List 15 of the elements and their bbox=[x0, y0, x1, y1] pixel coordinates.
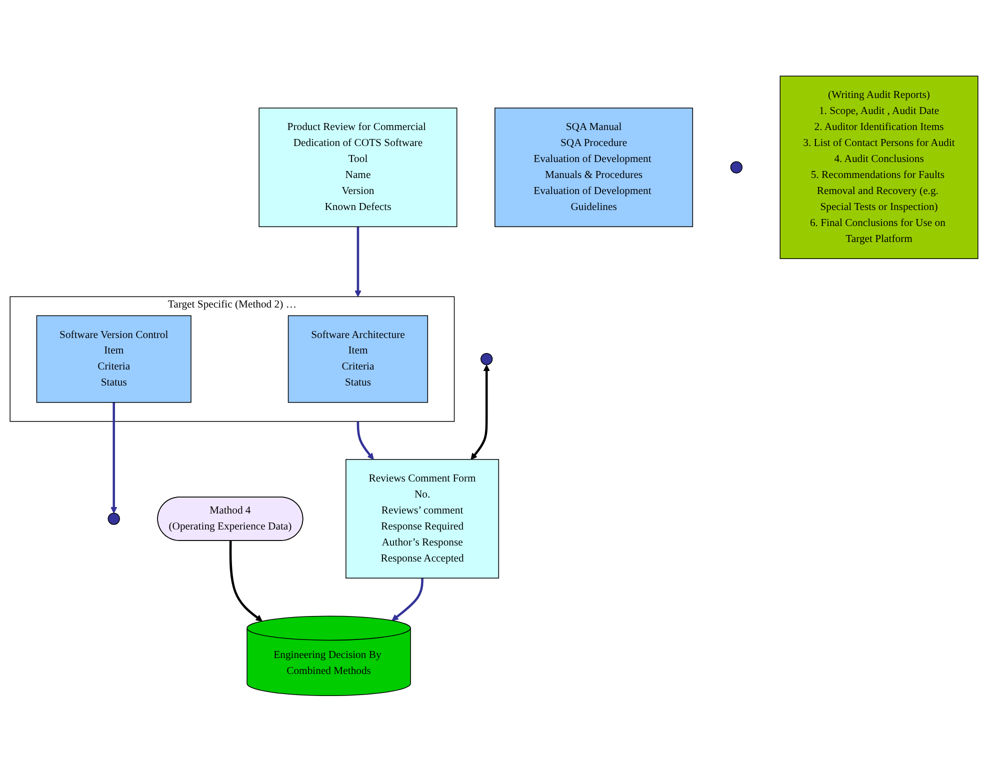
node-circle bbox=[480, 352, 492, 365]
node-box: Software Architecture Item Criteria Status bbox=[287, 314, 428, 402]
node-circle bbox=[107, 512, 120, 525]
arrow bbox=[356, 421, 374, 460]
node-box: Product Review for Commercial Dedication of COTS Software Tool Name Version Known Defects bbox=[258, 107, 457, 227]
node-box: Software Version Control Item Criteria Status bbox=[36, 314, 191, 402]
arrow bbox=[228, 540, 262, 622]
arrow bbox=[354, 226, 361, 297]
arrow bbox=[470, 364, 490, 460]
node-box: Reviews Comment Form No. Reviews’ comment Response Required Author’s Response Response Accepted bbox=[345, 458, 499, 578]
node-circle bbox=[730, 160, 742, 174]
arrow bbox=[110, 402, 117, 514]
node-box: (Writing Audit Reports) 1. Scope, Audit , Audit Date 2. Auditor Identification Items 3. List of Contact Persons for Audit 4. Audit Conclusions 5. Recommendations for Faults Removal and Recovery (e.g. Special Tests or Inspection) 6. Final Conclusions for Use on Target Platform bbox=[779, 75, 978, 259]
node-box: SQA Manual SQA Procedure Evaluation of Development Manuals & Procedures Evaluation of Development Guidelines bbox=[494, 107, 693, 227]
arrow bbox=[391, 578, 423, 621]
